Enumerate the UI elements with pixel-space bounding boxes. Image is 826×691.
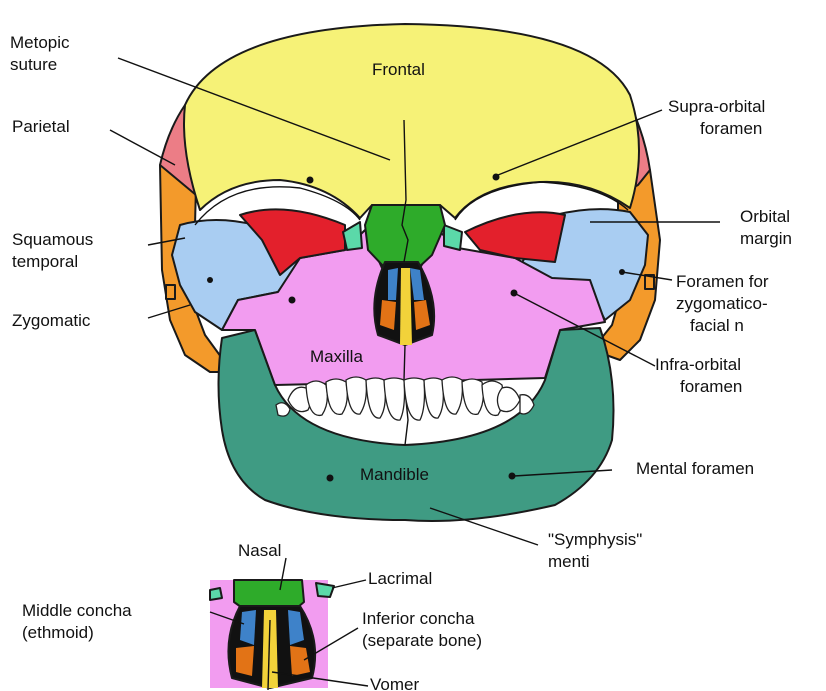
label-supra-orbital-1: Supra-orbital: [668, 97, 765, 116]
label-orbital-margin-1: Orbital: [740, 207, 790, 226]
label-maxilla: Maxilla: [310, 347, 363, 366]
lacrimal-bone-right: [444, 225, 462, 250]
inset-middle-concha-left: [240, 610, 256, 645]
inset-label-middle-concha-2: (ethmoid): [22, 623, 94, 642]
label-mandible: Mandible: [360, 465, 429, 484]
inferior-concha-left: [380, 300, 396, 330]
inset-lacrimal-right: [316, 583, 334, 597]
label-supra-orbital-2: foramen: [700, 119, 762, 138]
label-symphysis-2: menti: [548, 552, 590, 571]
teeth: [276, 377, 534, 420]
skull-front-view: [160, 24, 660, 521]
label-symphysis-1: "Symphysis": [548, 530, 642, 549]
label-metopic-suture-2: suture: [10, 55, 57, 74]
label-foramen-zygomatico-1: Foramen for: [676, 272, 769, 291]
label-foramen-zygomatico-3: facial n: [690, 316, 744, 335]
nasal-inset: Nasal Lacrimal Middle concha (ethmoid) I…: [22, 541, 482, 691]
vomer-bone: [400, 268, 412, 345]
inset-label-vomer: Vomer: [370, 675, 419, 691]
label-parietal: Parietal: [12, 117, 70, 136]
label-squamous-temporal-1: Squamous: [12, 230, 93, 249]
inset-label-inferior-concha-2: (separate bone): [362, 631, 482, 650]
inset-label-middle-concha-1: Middle concha: [22, 601, 132, 620]
label-frontal: Frontal: [372, 60, 425, 79]
label-squamous-temporal-2: temporal: [12, 252, 78, 271]
label-zygomatic: Zygomatic: [12, 311, 91, 330]
label-infra-orbital-2: foramen: [680, 377, 742, 396]
inset-inferior-concha-left: [236, 646, 254, 676]
label-orbital-margin-2: margin: [740, 229, 792, 248]
label-metopic-suture-1: Metopic: [10, 33, 70, 52]
inset-label-lacrimal: Lacrimal: [368, 569, 432, 588]
label-foramen-zygomatico-2: zygomatico-: [676, 294, 768, 313]
label-mental-foramen: Mental foramen: [636, 459, 754, 478]
inset-label-nasal: Nasal: [238, 541, 281, 560]
inset-label-inferior-concha-1: Inferior concha: [362, 609, 475, 628]
label-infra-orbital-1: Infra-orbital: [655, 355, 741, 374]
inset-lacrimal-left: [210, 588, 222, 600]
